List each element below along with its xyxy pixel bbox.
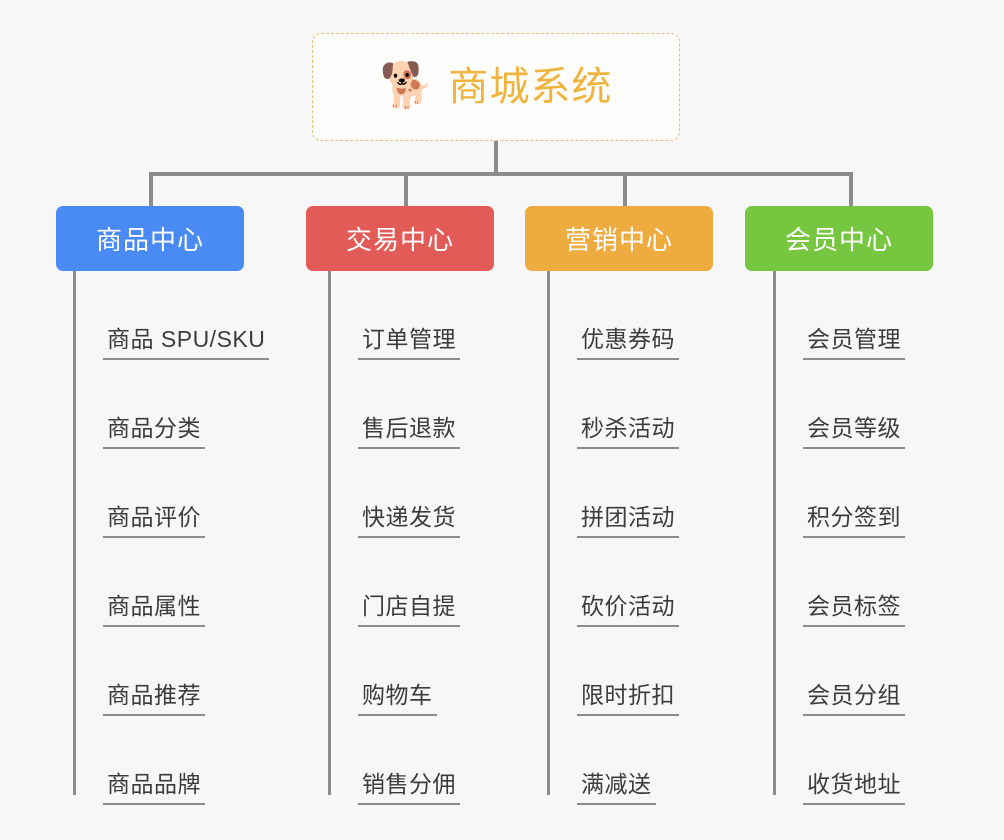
item-label: 会员等级 bbox=[803, 417, 905, 449]
item-label: 商品评价 bbox=[103, 506, 205, 538]
list-item[interactable]: 商品分类 bbox=[73, 360, 269, 449]
list-item[interactable]: 商品评价 bbox=[73, 449, 269, 538]
category-header-member-center[interactable]: 会员中心 bbox=[745, 206, 933, 271]
connector-root-stem bbox=[494, 141, 498, 174]
list-item[interactable]: 会员等级 bbox=[773, 360, 933, 449]
list-item[interactable]: 订单管理 bbox=[328, 271, 494, 360]
item-label: 销售分佣 bbox=[358, 773, 460, 805]
item-label: 限时折扣 bbox=[577, 684, 679, 716]
item-label: 会员管理 bbox=[803, 328, 905, 360]
item-label: 购物车 bbox=[358, 684, 437, 716]
item-list-trade-center: 订单管理售后退款快递发货门店自提购物车销售分佣 bbox=[328, 271, 494, 805]
list-item[interactable]: 秒杀活动 bbox=[547, 360, 713, 449]
column-member-center: 会员中心会员管理会员等级积分签到会员标签会员分组收货地址 bbox=[745, 206, 933, 805]
item-label: 砍价活动 bbox=[577, 595, 679, 627]
item-list-product-center: 商品 SPU/SKU 商品分类商品评价商品属性商品推荐商品品牌 bbox=[73, 271, 270, 805]
shiba-dog-icon: 🐕 bbox=[379, 61, 435, 110]
connector-drop-marketing-center bbox=[623, 172, 627, 208]
list-item[interactable]: 商品 SPU/SKU bbox=[73, 271, 270, 360]
list-item[interactable]: 拼团活动 bbox=[547, 449, 713, 538]
item-label: 商品推荐 bbox=[103, 684, 205, 716]
item-label: 售后退款 bbox=[358, 417, 460, 449]
list-item[interactable]: 收货地址 bbox=[773, 716, 933, 805]
list-item[interactable]: 售后退款 bbox=[328, 360, 494, 449]
list-item[interactable]: 门店自提 bbox=[328, 538, 494, 627]
list-item[interactable]: 商品品牌 bbox=[73, 716, 269, 805]
list-item[interactable]: 限时折扣 bbox=[547, 627, 713, 716]
connector-drop-trade-center bbox=[404, 172, 408, 208]
connector-drop-member-center bbox=[849, 172, 853, 208]
column-spine-marketing-center bbox=[547, 271, 550, 795]
item-list-member-center: 会员管理会员等级积分签到会员标签会员分组收货地址 bbox=[773, 271, 933, 805]
item-label: 会员分组 bbox=[803, 684, 905, 716]
category-header-trade-center[interactable]: 交易中心 bbox=[306, 206, 494, 271]
category-header-product-center[interactable]: 商品中心 bbox=[56, 206, 244, 271]
column-spine-trade-center bbox=[328, 271, 331, 795]
item-label: 商品 SPU/SKU bbox=[103, 328, 270, 360]
item-label: 门店自提 bbox=[358, 595, 460, 627]
list-item[interactable]: 会员分组 bbox=[773, 627, 933, 716]
item-list-marketing-center: 优惠券码秒杀活动拼团活动砍价活动限时折扣满减送 bbox=[547, 271, 713, 805]
item-label: 满减送 bbox=[577, 773, 656, 805]
column-spine-member-center bbox=[773, 271, 776, 795]
list-item[interactable]: 销售分佣 bbox=[328, 716, 494, 805]
item-label: 商品分类 bbox=[103, 417, 205, 449]
item-label: 会员标签 bbox=[803, 595, 905, 627]
category-header-marketing-center[interactable]: 营销中心 bbox=[525, 206, 713, 271]
list-item[interactable]: 满减送 bbox=[547, 716, 713, 805]
column-product-center: 商品中心商品 SPU/SKU 商品分类商品评价商品属性商品推荐商品品牌 bbox=[56, 206, 270, 805]
connector-horizontal-bus bbox=[149, 172, 851, 176]
column-spine-product-center bbox=[73, 271, 76, 795]
root-node-mall-system[interactable]: 🐕 商城系统 bbox=[312, 33, 680, 141]
column-trade-center: 交易中心订单管理售后退款快递发货门店自提购物车销售分佣 bbox=[306, 206, 494, 805]
connector-drop-product-center bbox=[149, 172, 153, 208]
item-label: 快递发货 bbox=[358, 506, 460, 538]
item-label: 积分签到 bbox=[803, 506, 905, 538]
list-item[interactable]: 商品属性 bbox=[73, 538, 269, 627]
column-marketing-center: 营销中心优惠券码秒杀活动拼团活动砍价活动限时折扣满减送 bbox=[525, 206, 713, 805]
item-label: 商品属性 bbox=[103, 595, 205, 627]
item-label: 拼团活动 bbox=[577, 506, 679, 538]
list-item[interactable]: 砍价活动 bbox=[547, 538, 713, 627]
item-label: 优惠券码 bbox=[577, 328, 679, 360]
item-label: 收货地址 bbox=[803, 773, 905, 805]
list-item[interactable]: 快递发货 bbox=[328, 449, 494, 538]
list-item[interactable]: 会员标签 bbox=[773, 538, 933, 627]
item-label: 商品品牌 bbox=[103, 773, 205, 805]
item-label: 订单管理 bbox=[358, 328, 460, 360]
item-label: 秒杀活动 bbox=[577, 417, 679, 449]
list-item[interactable]: 会员管理 bbox=[773, 271, 933, 360]
list-item[interactable]: 优惠券码 bbox=[547, 271, 713, 360]
list-item[interactable]: 商品推荐 bbox=[73, 627, 269, 716]
list-item[interactable]: 购物车 bbox=[328, 627, 494, 716]
root-node-title: 商城系统 bbox=[448, 65, 613, 109]
list-item[interactable]: 积分签到 bbox=[773, 449, 933, 538]
